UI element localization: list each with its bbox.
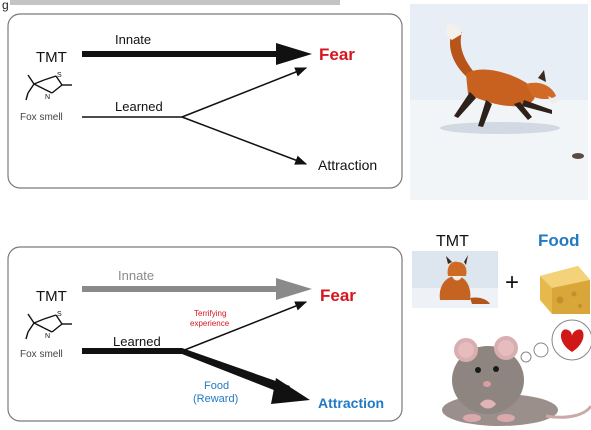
fox-smell-label-bottom: Fox smell xyxy=(20,349,63,360)
cheese-icon xyxy=(540,266,590,314)
food-reward-line1: Food xyxy=(204,380,229,392)
innate-arrow-head-bottom xyxy=(276,278,312,300)
learned-to-fear-arrow-bottom xyxy=(181,301,308,352)
terrifying-experience-line2: experience xyxy=(190,319,230,328)
heart-thought-bubble-icon xyxy=(551,319,591,361)
food-reward-line2: (Reward) xyxy=(193,393,238,405)
conditioning-illustration: TMT Food + xyxy=(412,231,591,426)
learned-label-bottom: Learned xyxy=(113,334,161,349)
conditioning-food-label: Food xyxy=(538,231,580,250)
innate-label-bottom: Innate xyxy=(118,268,154,283)
fox-sitting-photo xyxy=(412,251,498,308)
conditioning-tmt-label: TMT xyxy=(436,233,469,250)
header-cropped-text xyxy=(10,0,340,5)
molecule-n-label-bottom: N xyxy=(45,333,50,340)
molecule-n-label: N xyxy=(45,94,50,101)
learned-to-attraction-arrow xyxy=(181,116,308,165)
attraction-label: Attraction xyxy=(318,157,377,173)
fear-label-bottom: Fear xyxy=(320,286,356,305)
learned-to-fear-arrow xyxy=(181,67,308,118)
innate-label: Innate xyxy=(115,32,151,47)
tmt-molecule-icon xyxy=(25,74,72,101)
attraction-label-bottom: Attraction xyxy=(318,395,384,411)
fox-smell-label: Fox smell xyxy=(20,112,63,123)
innate-arrow-head xyxy=(276,43,312,65)
panel-top: TMT N S Fox smell Innate Fear Learned At… xyxy=(7,13,403,189)
molecule-s-label: S xyxy=(57,72,62,79)
fox-hunting-photo xyxy=(410,4,588,200)
learned-to-attraction-head xyxy=(271,378,310,404)
learned-label: Learned xyxy=(115,99,163,114)
molecule-s-label-bottom: S xyxy=(57,311,62,318)
fear-label: Fear xyxy=(319,45,355,64)
plus-sign: + xyxy=(505,269,519,296)
tmt-label: TMT xyxy=(36,49,67,66)
learned-to-attraction-shaft xyxy=(182,348,290,394)
tmt-label-bottom: TMT xyxy=(36,288,67,305)
panel-top-border xyxy=(7,13,403,189)
mouse-photo xyxy=(442,336,591,426)
tmt-molecule-icon-bottom xyxy=(25,313,72,340)
header-title-fragment: g xyxy=(2,0,9,12)
terrifying-experience-line1: Terrifying xyxy=(194,309,226,318)
panel-bottom: TMT N S Fox smell Innate Fear Learned Te… xyxy=(7,246,403,422)
